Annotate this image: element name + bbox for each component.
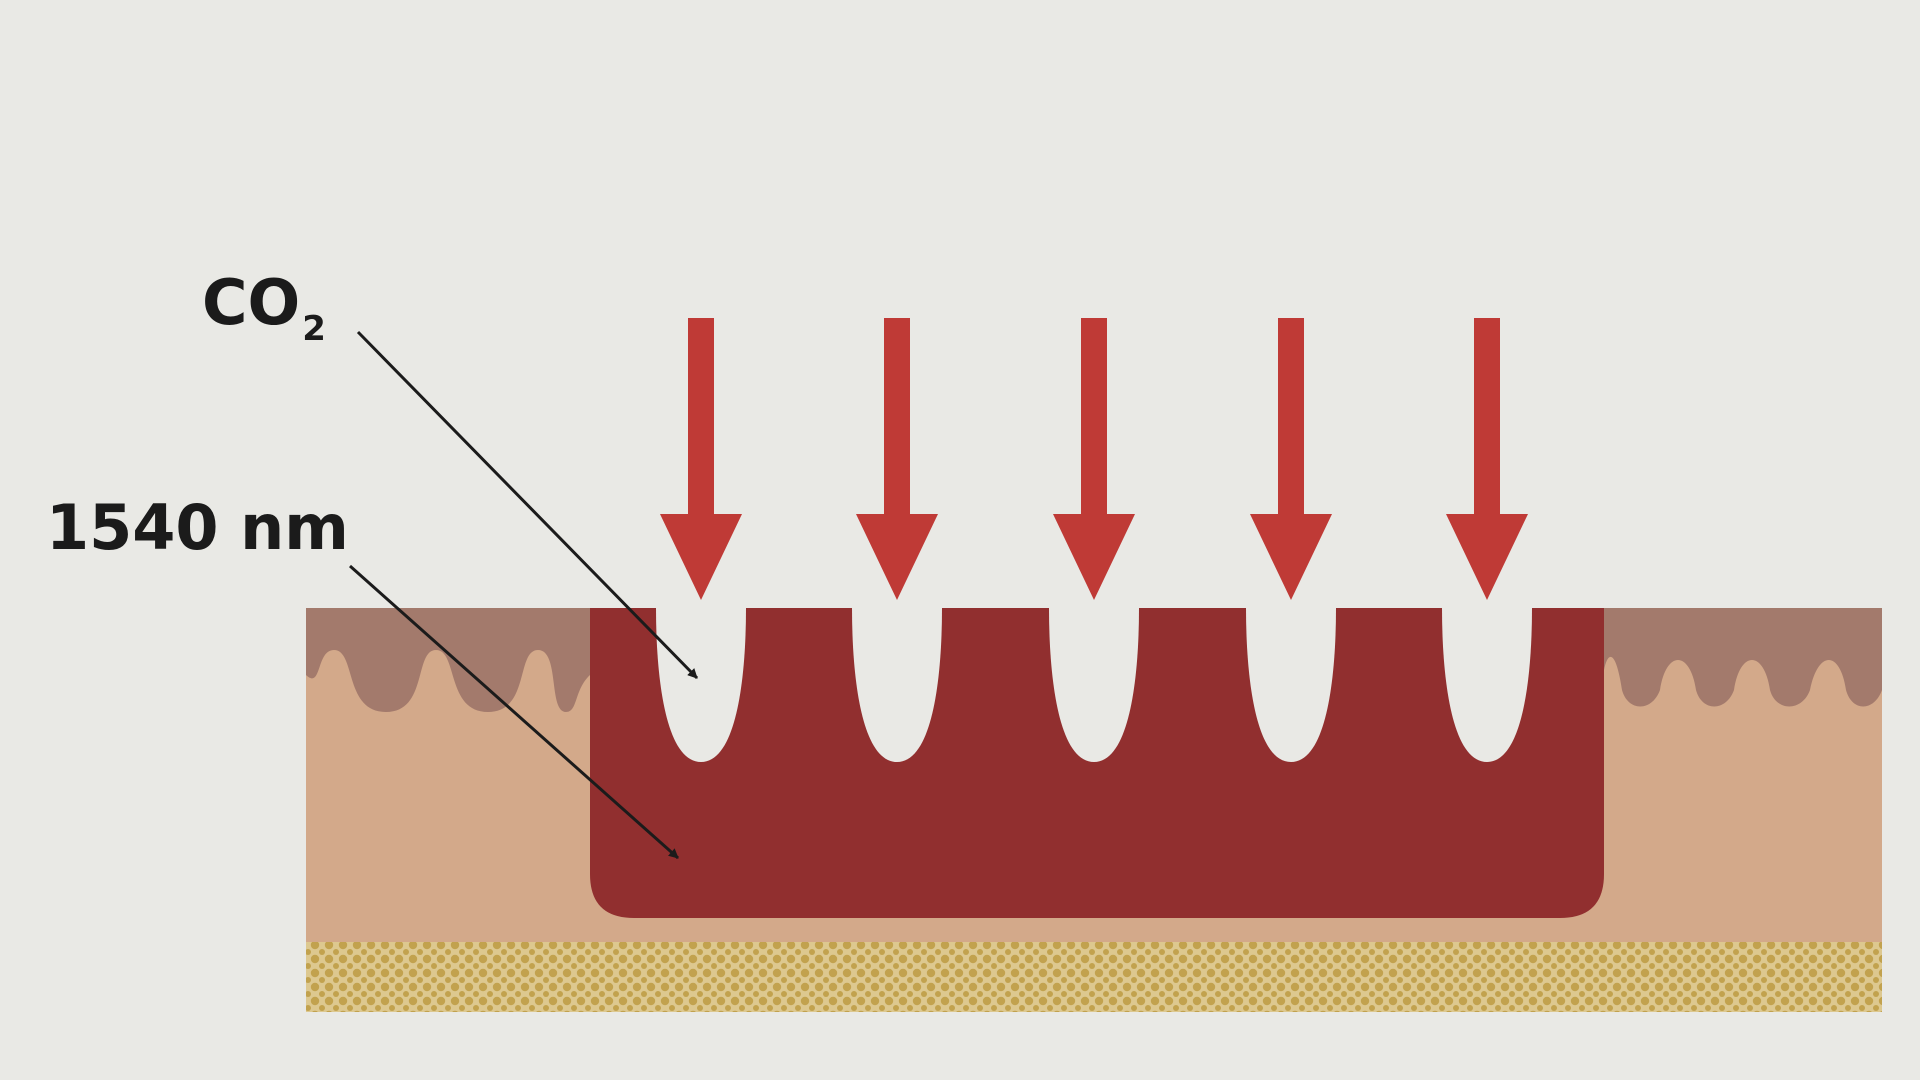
laser-beams [660, 318, 1528, 600]
co2-pointer-line [356, 330, 699, 680]
ablation-channel [1049, 608, 1139, 762]
ablation-channel [656, 608, 746, 762]
laser-beam-arrow [1053, 318, 1135, 600]
co2-label: CO2 [202, 272, 326, 347]
laser-beam-arrow [1250, 318, 1332, 600]
ablation-channel [1246, 608, 1336, 762]
laser-beam-arrow [660, 318, 742, 600]
ablation-channels [656, 608, 1532, 762]
laser-beam-arrow [856, 318, 938, 600]
ablation-channel [1442, 608, 1532, 762]
subcutaneous-layer [306, 938, 1882, 1012]
co2-label-subscript: 2 [302, 309, 326, 349]
epidermis-left [306, 608, 590, 712]
ablation-channel [852, 608, 942, 762]
wavelength-pointer-line [349, 564, 679, 860]
co2-label-main: CO [202, 266, 301, 339]
treated-zone [590, 608, 1604, 918]
epidermis-right [1604, 608, 1882, 707]
laser-beam-arrow [1446, 318, 1528, 600]
wavelength-label: 1540 nm [46, 491, 349, 564]
